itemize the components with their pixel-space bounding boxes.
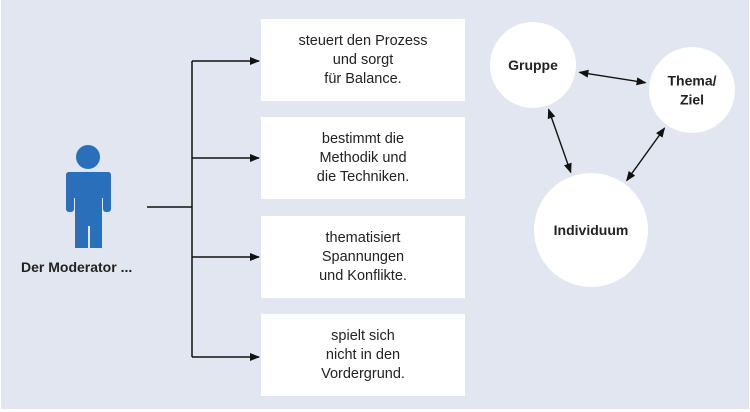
edge-gruppe-thema: [578, 69, 647, 86]
node-individuum: [534, 173, 648, 287]
role-box-3: thematisiert Spannungen und Konflikte.: [261, 216, 465, 298]
person-icon: [66, 145, 111, 248]
edge-gruppe-individuum: [547, 108, 572, 174]
node-label-individuum: Individuum: [554, 222, 629, 238]
connector-tree: [147, 57, 260, 361]
node-label-gruppe: Gruppe: [508, 57, 558, 73]
node-gruppe: [490, 22, 576, 108]
moderator-label: Der Moderator ...: [21, 259, 133, 275]
edge-thema-individuum: [626, 127, 666, 182]
role-box-2: bestimmt die Methodik und die Techniken.: [261, 117, 465, 199]
role-box-1: steuert den Prozess und sorgt für Balanc…: [261, 19, 465, 101]
role-box-4: spielt sich nicht in den Vordergrund.: [261, 314, 465, 396]
node-thema: [649, 47, 735, 133]
node-label-thema: Ziel: [680, 92, 704, 108]
node-label-thema: Thema/: [667, 73, 716, 89]
